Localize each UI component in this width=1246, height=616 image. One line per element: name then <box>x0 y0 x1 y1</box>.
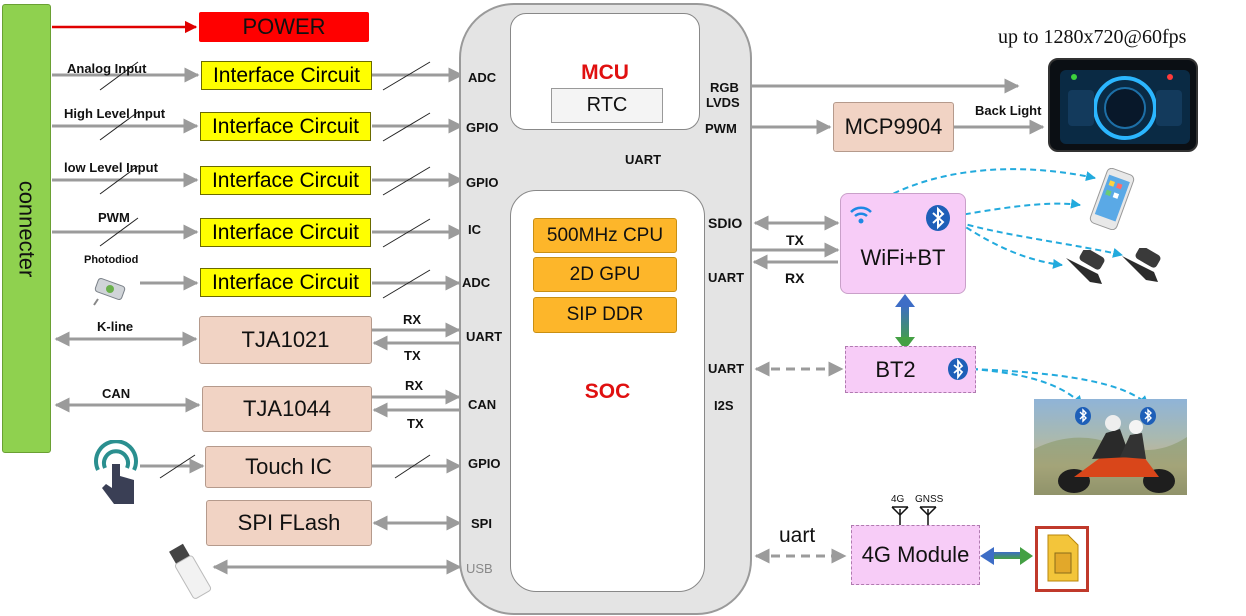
backlight-label: Back Light <box>975 103 1042 118</box>
ddr-box: SIP DDR <box>533 297 677 333</box>
pin-can: CAN <box>468 397 497 412</box>
mcu-soc-uart-label: UART <box>625 152 662 167</box>
pin-uart-kline: UART <box>466 329 503 344</box>
tja1044-label: TJA1044 <box>242 396 332 421</box>
pin-uart-bt2: UART <box>708 361 745 376</box>
interface-circuit-pwm: Interface Circuit <box>200 218 371 247</box>
ddr-label: SIP DDR <box>566 304 644 325</box>
module-4g-uart-label: uart <box>779 524 816 547</box>
interface-circuit-label: Interface Circuit <box>211 168 360 192</box>
wifi-icon <box>848 203 874 225</box>
kline-rx-label: RX <box>403 312 422 327</box>
pin-spi: SPI <box>471 516 492 531</box>
wifi-bt-label: WiFi+BT <box>860 244 946 270</box>
pin-adc-1: ADC <box>468 70 497 85</box>
usb-stick-icon <box>168 540 212 604</box>
touch-finger-icon <box>88 439 144 510</box>
pin-rgb: RGB <box>710 80 739 95</box>
mcp9904-box: MCP9904 <box>833 102 954 152</box>
interface-circuit-label: Interface Circuit <box>211 220 360 244</box>
touch-ic-box: Touch IC <box>205 446 372 488</box>
tja1021-box: TJA1021 <box>199 316 372 364</box>
input-label-low-level: low Level Input <box>64 160 158 175</box>
pin-uart-wifi: UART <box>708 270 745 285</box>
motorcycle-riders-photo <box>1034 399 1187 495</box>
input-label-high-level: High Level Input <box>64 106 166 121</box>
dashboard-display-image <box>1048 58 1198 152</box>
bt2-label: BT2 <box>875 356 916 382</box>
connector-bar: connecter <box>2 4 51 453</box>
pin-gpio-1: GPIO <box>466 120 499 135</box>
pin-lvds: LVDS <box>706 95 740 110</box>
wifi-rx-label: RX <box>785 270 805 286</box>
interface-circuit-high-level: Interface Circuit <box>200 112 371 141</box>
tire-sensor-1 <box>1062 248 1108 286</box>
display-resolution-label: up to 1280x720@60fps <box>998 26 1187 48</box>
spi-flash-label: SPI FLash <box>237 510 341 535</box>
antenna-gnss-label: GNSS <box>915 494 944 505</box>
pin-usb: USB <box>466 561 493 576</box>
antenna-4g-label: 4G <box>891 494 905 505</box>
pin-gpio-2: GPIO <box>466 175 499 190</box>
input-label-kline: K-line <box>97 319 134 334</box>
interface-circuit-low-level: Interface Circuit <box>200 166 371 195</box>
interface-circuit-analog: Interface Circuit <box>201 61 372 90</box>
photodiode-icon <box>92 272 128 306</box>
interface-circuit-label: Interface Circuit <box>211 114 360 138</box>
module-4g-label: 4G Module <box>861 542 970 567</box>
pin-ic: IC <box>468 222 481 237</box>
power-label: POWER <box>242 14 326 39</box>
input-label-analog: Analog Input <box>67 61 147 76</box>
sim-card-icon <box>1035 526 1089 592</box>
soc-title: SOC <box>584 380 631 403</box>
input-label-photodiod: Photodiod <box>84 254 139 266</box>
gpu-box: 2D GPU <box>533 257 677 292</box>
interface-circuit-photodiod: Interface Circuit <box>200 268 371 297</box>
interface-circuit-label: Interface Circuit <box>212 63 361 87</box>
mcu-title: MCU <box>581 61 629 84</box>
rtc-label: RTC <box>586 94 628 116</box>
spi-flash-box: SPI FLash <box>206 500 372 546</box>
interface-circuit-label: Interface Circuit <box>211 270 360 294</box>
can-tx-label: TX <box>407 416 424 431</box>
input-label-pwm: PWM <box>98 210 130 225</box>
touch-ic-label: Touch IC <box>245 454 332 479</box>
tja1044-box: TJA1044 <box>202 386 372 432</box>
rtc-box: RTC <box>551 88 663 123</box>
cpu-box: 500MHz CPU <box>533 218 677 253</box>
kline-tx-label: TX <box>404 348 421 363</box>
tja1021-label: TJA1021 <box>241 327 330 352</box>
can-rx-label: RX <box>405 378 424 393</box>
pin-gpio-touch: GPIO <box>468 456 501 471</box>
mcp9904-label: MCP9904 <box>844 114 943 139</box>
bluetooth-icon-wifi <box>925 204 951 232</box>
pin-adc-2: ADC <box>462 275 491 290</box>
wifi-tx-label: TX <box>786 232 804 248</box>
pin-pwm-right: PWM <box>705 121 737 136</box>
pin-sdio: SDIO <box>708 215 743 231</box>
pin-i2s: I2S <box>714 398 734 413</box>
tire-sensor-2 <box>1118 246 1164 284</box>
power-box: POWER <box>199 12 369 42</box>
cpu-label: 500MHz CPU <box>546 224 664 246</box>
smartphone-image <box>1080 167 1144 231</box>
module-4g-box: 4G Module <box>851 525 980 585</box>
gpu-label: 2D GPU <box>569 263 641 285</box>
antenna-icons <box>888 505 944 527</box>
input-label-can: CAN <box>102 386 131 401</box>
bluetooth-icon-bt2 <box>947 357 969 381</box>
